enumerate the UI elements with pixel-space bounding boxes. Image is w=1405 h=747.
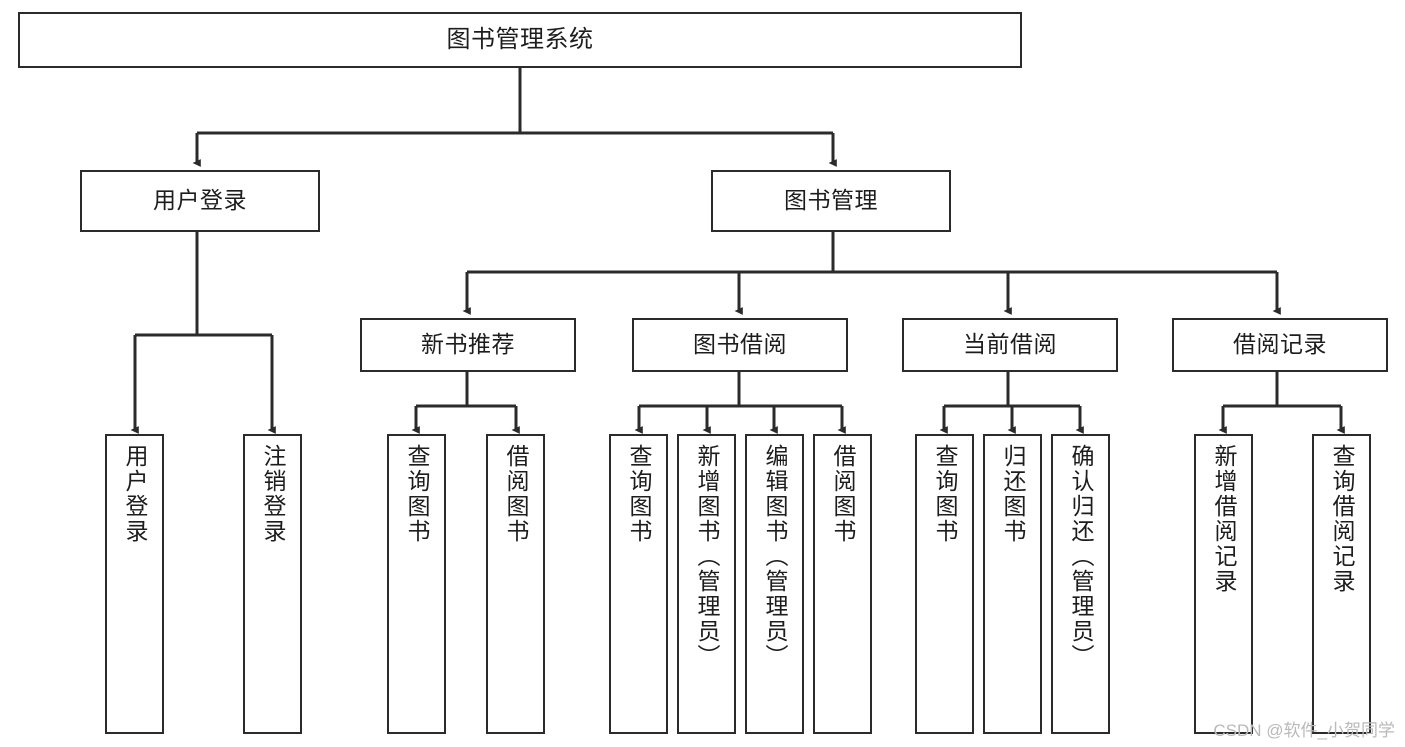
node-label: 新增借阅记录 (1211, 444, 1237, 594)
node-label: 借阅记录 (1233, 331, 1327, 358)
node-label: 查询图书 (626, 444, 652, 544)
node-book-borrow[interactable]: 图书借阅 (632, 318, 848, 372)
node-label: 图书管理 (784, 187, 878, 214)
node-label: 查询图书 (404, 444, 430, 544)
node-label: 归还图书 (1000, 444, 1026, 544)
node-label: 借阅图书 (503, 444, 529, 544)
node-label: 图书管理系统 (446, 25, 594, 53)
node-label: 注销登录 (260, 444, 286, 544)
node-root-system[interactable]: 图书管理系统 (18, 12, 1022, 68)
leaf-borrow-book-recommend[interactable]: 借阅图书 (486, 434, 545, 734)
node-label: 当前借阅 (963, 331, 1057, 358)
leaf-confirm-return[interactable]: 确认归还（管理员） (1051, 434, 1110, 734)
node-label: 编辑图书（管理员） (762, 444, 788, 669)
leaf-borrow-book[interactable]: 借阅图书 (813, 434, 872, 734)
leaf-edit-book[interactable]: 编辑图书（管理员） (745, 434, 804, 734)
node-label: 用户登录 (153, 187, 247, 214)
csdn-watermark: CSDN @软件_小贺同学 (1213, 721, 1395, 740)
leaf-user-login[interactable]: 用户登录 (105, 434, 164, 734)
node-label: 查询借阅记录 (1329, 444, 1355, 594)
node-current-borrow[interactable]: 当前借阅 (902, 318, 1118, 372)
node-label: 用户登录 (122, 444, 148, 544)
leaf-return-book[interactable]: 归还图书 (983, 434, 1042, 734)
leaf-logout[interactable]: 注销登录 (243, 434, 302, 734)
node-label: 新增图书（管理员） (694, 444, 720, 669)
node-borrow-record[interactable]: 借阅记录 (1172, 318, 1388, 372)
node-label: 查询图书 (932, 444, 958, 544)
leaf-query-borrow-record[interactable]: 查询借阅记录 (1312, 434, 1371, 734)
node-user-login[interactable]: 用户登录 (80, 170, 320, 232)
node-label: 确认归还（管理员） (1068, 444, 1094, 669)
leaf-add-borrow-record[interactable]: 新增借阅记录 (1194, 434, 1253, 734)
leaf-query-book-borrow[interactable]: 查询图书 (609, 434, 668, 734)
leaf-query-book-current[interactable]: 查询图书 (915, 434, 974, 734)
leaf-add-book[interactable]: 新增图书（管理员） (677, 434, 736, 734)
node-new-book-recommend[interactable]: 新书推荐 (360, 318, 576, 372)
node-label: 借阅图书 (830, 444, 856, 544)
leaf-query-book-recommend[interactable]: 查询图书 (387, 434, 446, 734)
node-label: 图书借阅 (693, 331, 787, 358)
node-book-manage[interactable]: 图书管理 (711, 170, 951, 232)
node-label: 新书推荐 (421, 331, 515, 358)
